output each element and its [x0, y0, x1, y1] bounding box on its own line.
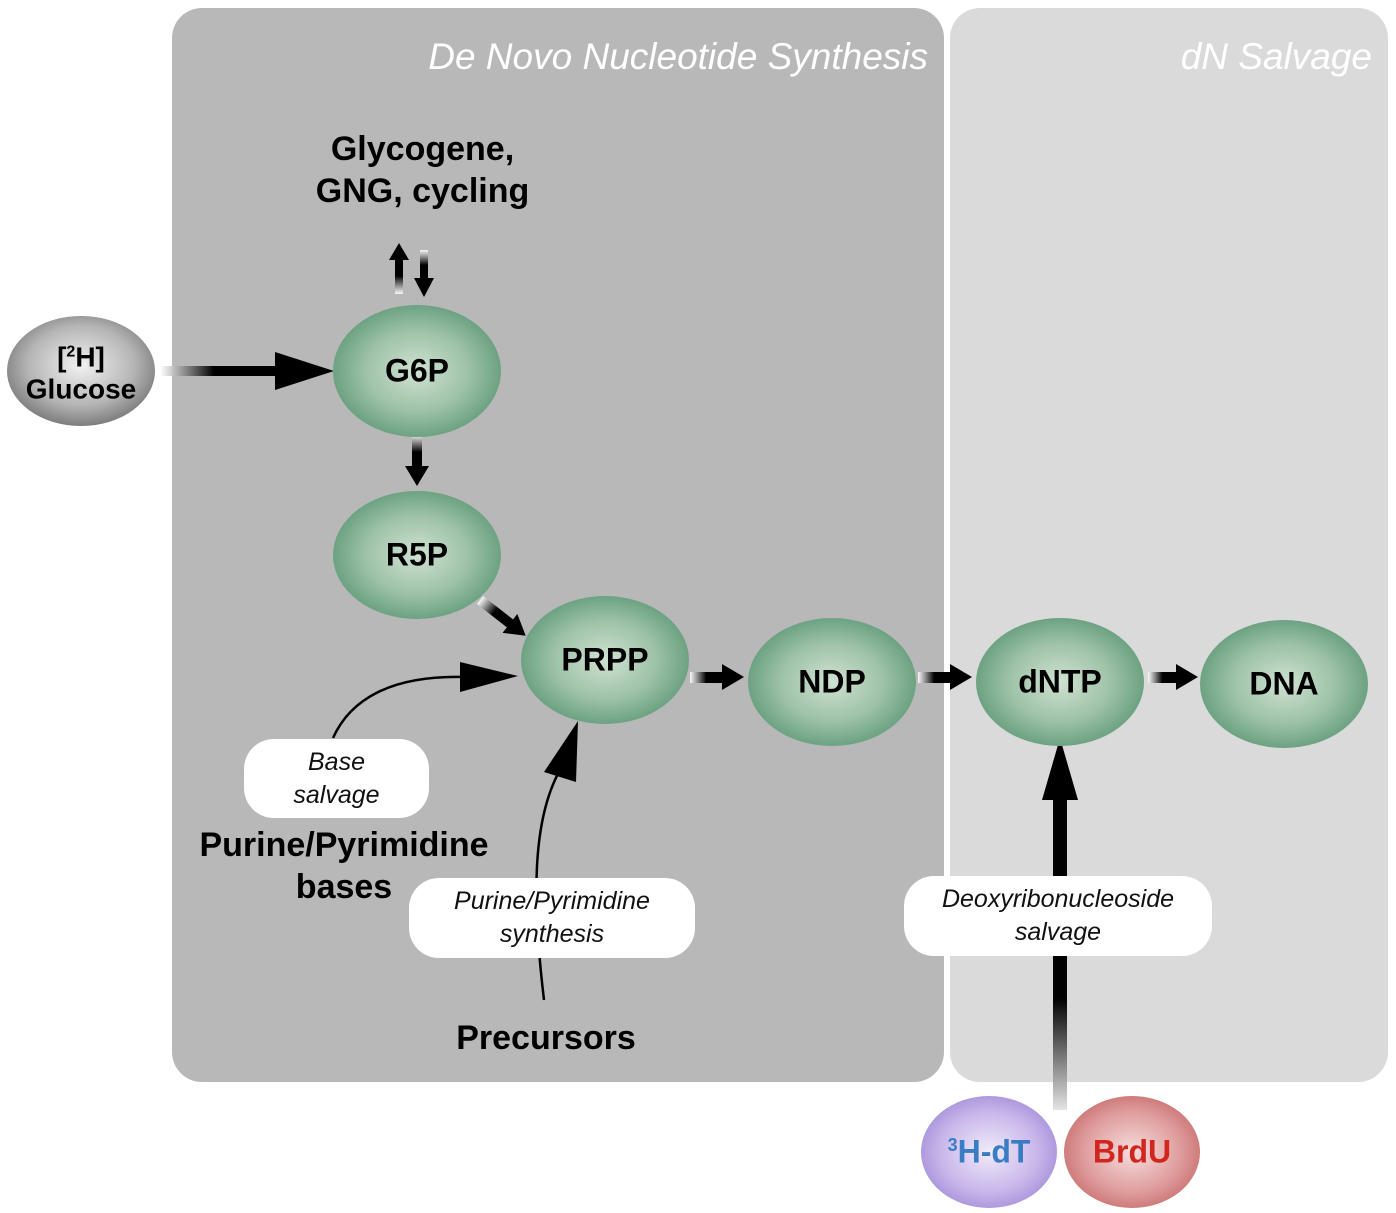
purine-synthesis-line1: Purine/Pyrimidine: [454, 887, 650, 915]
deoxy-salvage-line2: salvage: [1014, 918, 1102, 946]
dntp-label: dNTP: [1018, 663, 1102, 700]
glucose-label: [2H] Glucose: [26, 336, 136, 405]
arrow-r5p-to-prpp: [476, 596, 526, 636]
g6p-label: G6P: [384, 352, 450, 389]
ndp-node: [748, 618, 916, 746]
arrow-dntp-to-dna: [1148, 664, 1198, 690]
ndp-label: NDP: [798, 663, 866, 700]
purine-bases-label-line1: Purine/Pyrimidine: [199, 826, 489, 864]
brdu-node: [1064, 1096, 1200, 1208]
purine-bases-label: Purine/Pyrimidine bases: [185, 824, 503, 908]
hdt-label: 3H-dT: [948, 1134, 1031, 1171]
arrow-up-to-glycogene: [389, 243, 409, 294]
prpp-label: PRPP: [561, 641, 649, 678]
arrow-glucose-to-g6p: [160, 352, 334, 390]
glucose-bracket-rest: H]: [75, 341, 105, 373]
dna-node: [1200, 620, 1368, 748]
glucose-node: [7, 316, 155, 426]
precursors-label: Precursors: [456, 1019, 636, 1057]
arrow-ndp-to-dntp: [918, 664, 972, 690]
purine-synthesis-pill: Purine/Pyrimidine synthesis: [409, 878, 695, 958]
base-salvage-pill: Base salvage: [244, 739, 429, 818]
deoxyribonucleoside-salvage-pill: Deoxyribonucleoside salvage: [904, 876, 1212, 956]
glucose-name: Glucose: [25, 373, 137, 405]
glucose-bracket-open: [: [57, 341, 67, 373]
glycogene-label-line2: GNG, cycling: [315, 172, 530, 210]
glucose-isotope-superscript: 2: [66, 343, 76, 361]
hdt-isotope-superscript: 3: [947, 1134, 958, 1155]
base-salvage-line2: salvage: [293, 780, 380, 809]
dna-label: DNA: [1249, 665, 1319, 702]
purine-synthesis-line2: synthesis: [499, 920, 605, 948]
arrow-g6p-to-r5p: [405, 434, 429, 486]
dntp-node: [976, 618, 1144, 746]
r5p-node: [333, 491, 501, 619]
r5p-label: R5P: [385, 536, 449, 573]
arrow-purine-synthesis: [535, 721, 578, 1001]
brdu-label: BrdU: [1092, 1133, 1172, 1170]
hdt-node: [921, 1096, 1057, 1208]
dn-salvage-panel-title: dN Salvage: [1180, 36, 1372, 77]
prpp-node: [521, 596, 689, 724]
glycogene-label: Glycogene, GNG, cycling: [300, 128, 545, 212]
arrow-down-from-glycogene: [414, 250, 434, 297]
arrow-prpp-to-ndp: [690, 664, 744, 690]
arrow-base-salvage: [331, 662, 518, 739]
purine-bases-label-line2: bases: [295, 868, 393, 906]
deoxy-salvage-line1: Deoxyribonucleoside: [941, 885, 1175, 913]
de-novo-panel-title: De Novo Nucleotide Synthesis: [428, 36, 928, 77]
hdt-name: H-dT: [957, 1133, 1031, 1170]
g6p-node: [333, 305, 501, 437]
base-salvage-line1: Base: [308, 747, 365, 776]
glycogene-label-line1: Glycogene,: [330, 130, 515, 168]
